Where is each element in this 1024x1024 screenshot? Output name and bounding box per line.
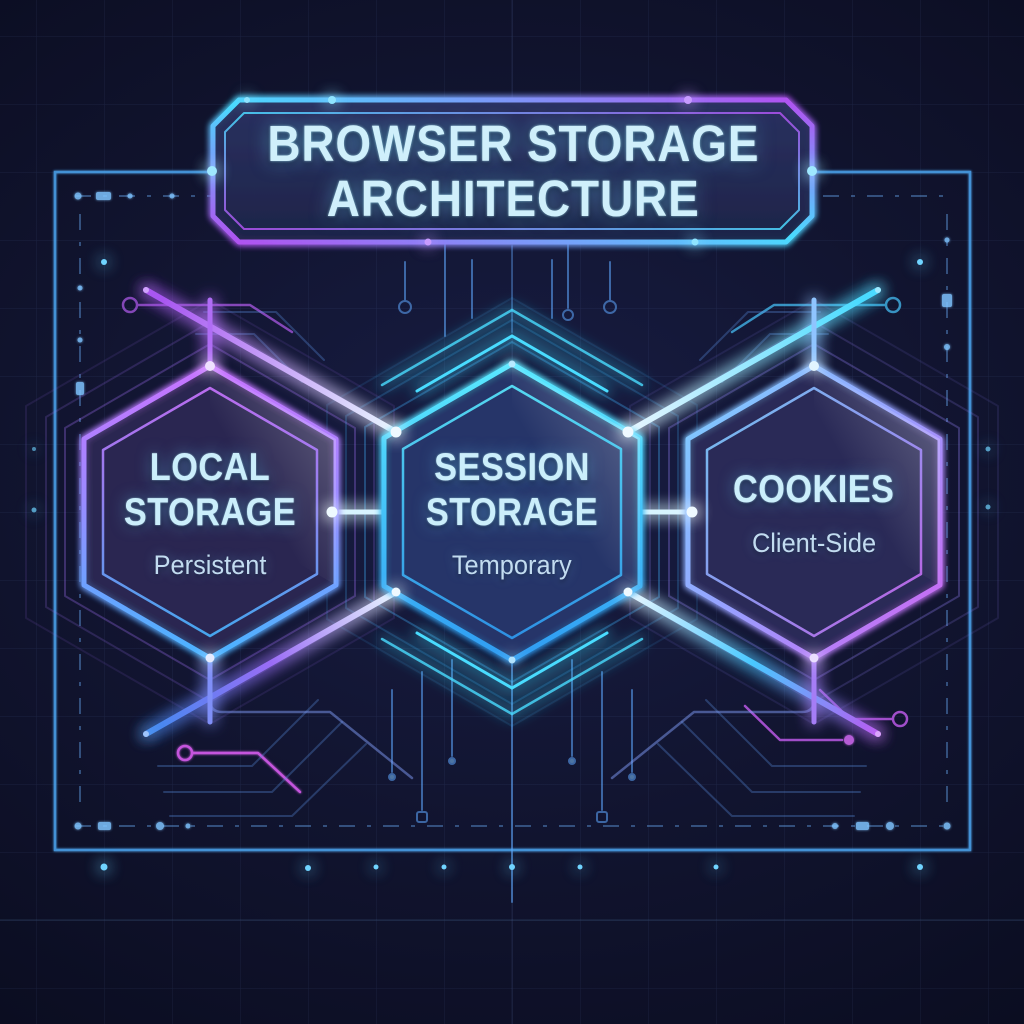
neon-beams <box>143 287 881 737</box>
beam-top-right <box>625 287 881 435</box>
frame-components <box>74 192 952 830</box>
beam-top-left <box>143 287 399 435</box>
hexagon-session-storage <box>381 361 643 663</box>
beam-bottom-right <box>625 589 881 737</box>
hexagon-local-storage <box>81 363 339 661</box>
glow-dots <box>31 96 991 871</box>
hexagon-shapes <box>81 361 943 663</box>
title-banner-shape <box>210 97 815 245</box>
beam-bottom-left <box>143 589 399 737</box>
hexagon-cookies <box>685 363 943 661</box>
